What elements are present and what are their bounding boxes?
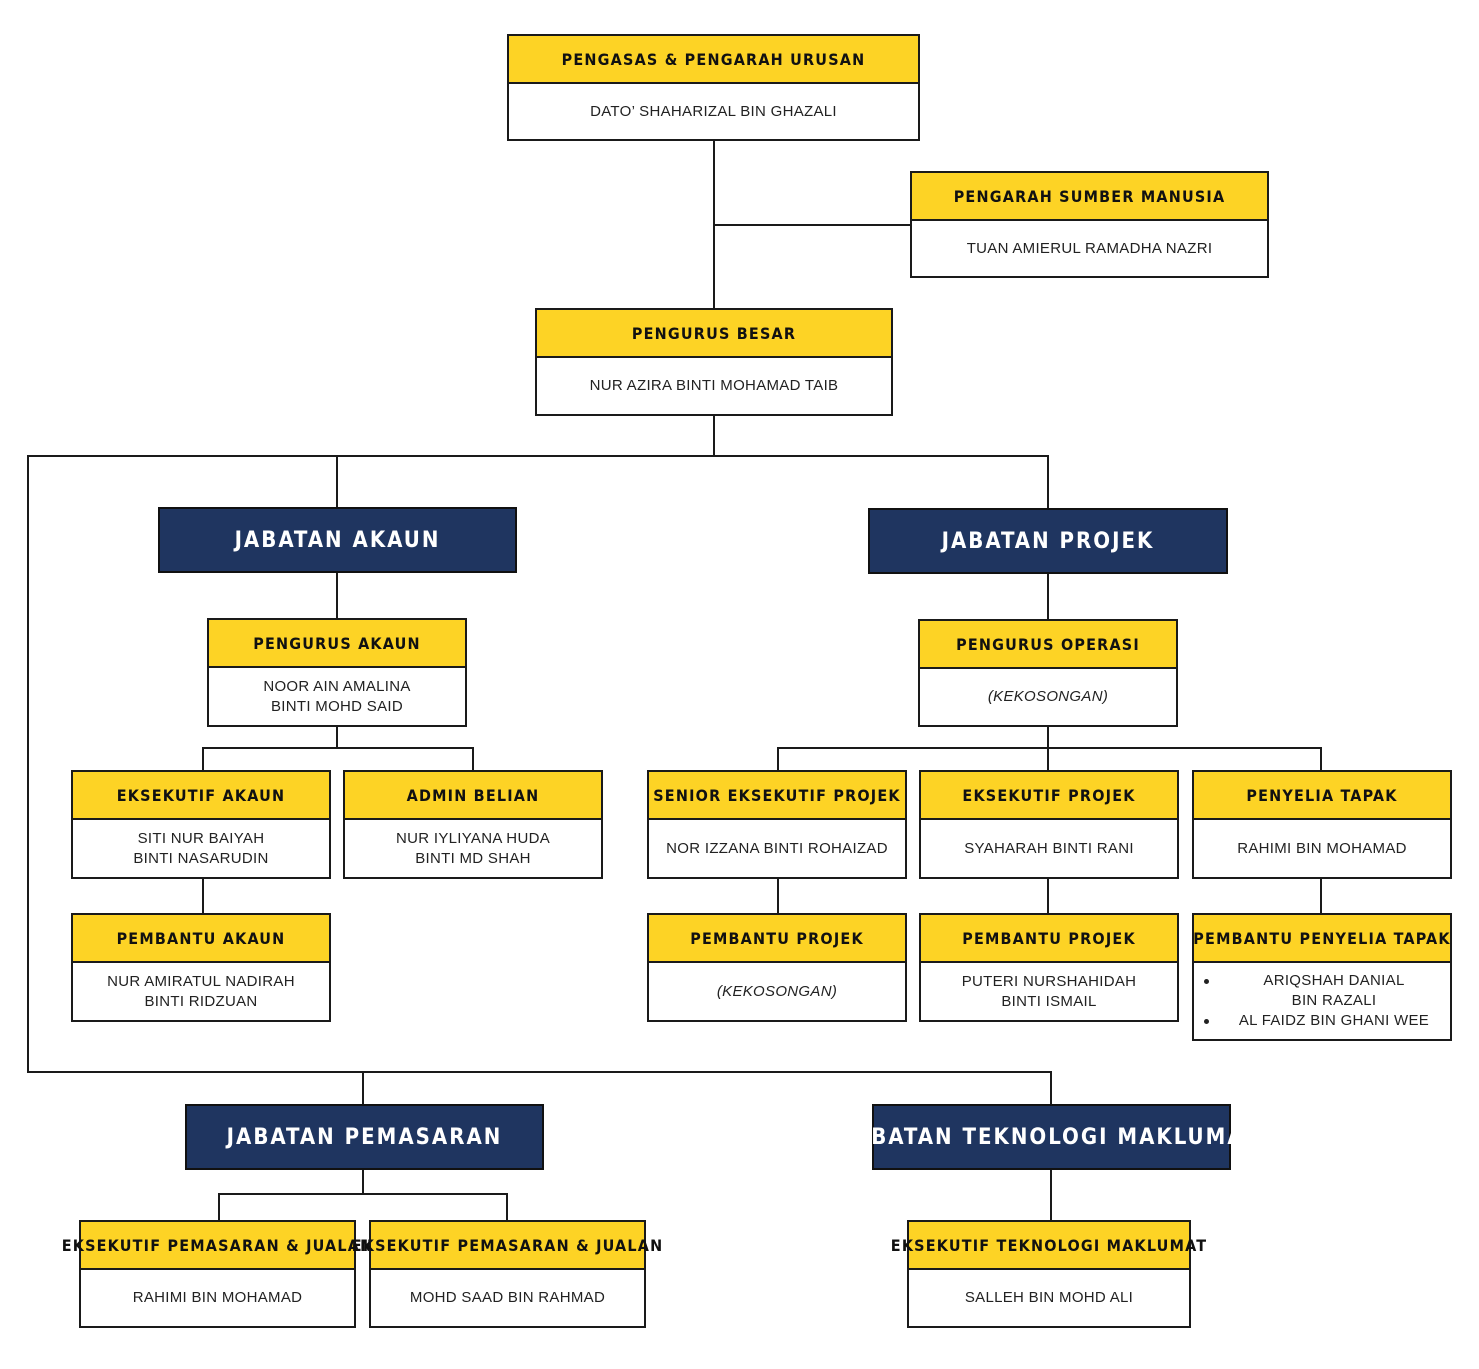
position-title: PENGURUS AKAUN bbox=[209, 620, 465, 668]
person-name: TUAN AMIERUL RAMADHA NAZRI bbox=[966, 239, 1213, 257]
person-name-line: SITI NUR BAIYAH bbox=[137, 829, 265, 847]
hr-director-box: PENGARAH SUMBER MANUSIA TUAN AMIERUL RAM… bbox=[910, 171, 1269, 278]
person-name-line: PUTERI NURSHAHIDAH bbox=[961, 972, 1137, 990]
list-item: AL FAIDZ BIN GHANI WEE bbox=[1194, 1011, 1450, 1031]
position-title: SENIOR EKSEKUTIF PROJEK bbox=[649, 772, 905, 820]
bullet-icon bbox=[1204, 979, 1209, 984]
position-title: PEMBANTU PROJEK bbox=[921, 915, 1177, 963]
position-title: PENGURUS OPERASI bbox=[920, 621, 1176, 669]
department-projek: JABATAN PROJEK bbox=[868, 508, 1228, 574]
bullet-icon bbox=[1204, 1019, 1209, 1024]
department-teknologi-maklumat: JABATAN TEKNOLOGI MAKLUMAT bbox=[845, 1104, 1256, 1170]
site-supervisor-box: PENYELIA TAPAK RAHIMI BIN MOHAMAD bbox=[1192, 770, 1452, 879]
list-item: ARIQSHAH DANIAL BIN RAZALI bbox=[1194, 971, 1450, 1011]
position-title: ADMIN BELIAN bbox=[345, 772, 601, 820]
it-executive-box: EKSEKUTIF TEKNOLOGI MAKLUMAT SALLEH BIN … bbox=[891, 1220, 1206, 1328]
person-name-line: NOOR AIN AMALINA bbox=[263, 677, 411, 695]
marketing-executive-box: EKSEKUTIF PEMASARAN & JUALAN RAHIMI BIN … bbox=[62, 1220, 372, 1328]
ceo-box: PENGASAS & PENGARAH URUSAN DATO’ SHAHARI… bbox=[507, 34, 920, 141]
person-name-line: NUR IYLIYANA HUDA bbox=[395, 829, 551, 847]
project-executive-box: EKSEKUTIF PROJEK SYAHARAH BINTI RANI bbox=[919, 770, 1179, 879]
project-assistant-box: PEMBANTU PROJEK PUTERI NURSHAHIDAH BINTI… bbox=[919, 913, 1179, 1022]
person-name: DATO’ SHAHARIZAL BIN GHAZALI bbox=[590, 102, 837, 120]
senior-project-executive-box: SENIOR EKSEKUTIF PROJEK NOR IZZANA BINTI… bbox=[647, 770, 907, 879]
person-name: RAHIMI BIN MOHAMAD bbox=[1237, 839, 1407, 857]
accounts-manager-box: PENGURUS AKAUN NOOR AIN AMALINA BINTI MO… bbox=[207, 618, 467, 727]
person-name: SYAHARAH BINTI RANI bbox=[964, 839, 1134, 857]
vacancy-label: (KEKOSONGAN) bbox=[716, 982, 838, 1000]
person-name-line: BINTI RIDZUAN bbox=[144, 992, 258, 1010]
position-title: PEMBANTU PROJEK bbox=[649, 915, 905, 963]
person-name-line: NUR AMIRATUL NADIRAH bbox=[107, 972, 295, 990]
position-title: PEMBANTU PENYELIA TAPAK bbox=[1193, 915, 1450, 963]
project-assistant-box: PEMBANTU PROJEK (KEKOSONGAN) bbox=[647, 913, 907, 1022]
person-name: NUR AZIRA BINTI MOHAMAD TAIB bbox=[589, 377, 839, 394]
marketing-executive-box: EKSEKUTIF PEMASARAN & JUALAN MOHD SAAD B… bbox=[352, 1220, 662, 1328]
accounts-executive-box: EKSEKUTIF AKAUN SITI NUR BAIYAH BINTI NA… bbox=[71, 770, 331, 879]
department-pemasaran: JABATAN PEMASARAN bbox=[185, 1104, 544, 1170]
position-title: PENGURUS BESAR bbox=[537, 310, 891, 358]
person-name-line: BIN RAZALI bbox=[1291, 992, 1377, 1009]
operations-manager-box: PENGURUS OPERASI (KEKOSONGAN) bbox=[918, 619, 1178, 727]
position-title: PEMBANTU AKAUN bbox=[73, 915, 329, 963]
purchasing-admin-box: ADMIN BELIAN NUR IYLIYANA HUDA BINTI MD … bbox=[343, 770, 603, 879]
position-title: EKSEKUTIF PROJEK bbox=[921, 772, 1177, 820]
vacancy-label: (KEKOSONGAN) bbox=[987, 688, 1109, 705]
position-title: PENGARAH SUMBER MANUSIA bbox=[912, 173, 1267, 221]
person-name: SALLEH BIN MOHD ALI bbox=[964, 1289, 1134, 1306]
position-title: EKSEKUTIF PEMASARAN & JUALAN bbox=[62, 1222, 372, 1270]
position-title: EKSEKUTIF TEKNOLOGI MAKLUMAT bbox=[891, 1222, 1206, 1270]
assistant-site-supervisor-box: PEMBANTU PENYELIA TAPAK ARIQSHAH DANIAL … bbox=[1192, 913, 1452, 1041]
person-name-line: BINTI ISMAIL bbox=[1001, 992, 1097, 1010]
person-name: AL FAIDZ BIN GHANI WEE bbox=[1238, 1012, 1430, 1029]
general-manager-box: PENGURUS BESAR NUR AZIRA BINTI MOHAMAD T… bbox=[535, 308, 893, 416]
accounts-assistant-box: PEMBANTU AKAUN NUR AMIRATUL NADIRAH BINT… bbox=[71, 913, 331, 1022]
position-title: EKSEKUTIF AKAUN bbox=[73, 772, 329, 820]
staff-list: ARIQSHAH DANIAL BIN RAZALI AL FAIDZ BIN … bbox=[1194, 971, 1450, 1031]
person-name-line: BINTI MOHD SAID bbox=[270, 697, 403, 715]
position-title: PENGASAS & PENGARAH URUSAN bbox=[509, 36, 918, 84]
person-name: RAHIMI BIN MOHAMAD bbox=[132, 1289, 303, 1306]
person-name-line: ARIQSHAH DANIAL bbox=[1263, 972, 1405, 989]
position-title: EKSEKUTIF PEMASARAN & JUALAN bbox=[352, 1222, 662, 1270]
department-akaun: JABATAN AKAUN bbox=[158, 507, 517, 573]
person-name: NOR IZZANA BINTI ROHAIZAD bbox=[666, 839, 888, 857]
person-name: MOHD SAAD BIN RAHMAD bbox=[409, 1289, 606, 1306]
position-title: PENYELIA TAPAK bbox=[1194, 772, 1450, 820]
person-name-line: BINTI MD SHAH bbox=[415, 849, 531, 867]
person-name-line: BINTI NASARUDIN bbox=[133, 849, 269, 867]
